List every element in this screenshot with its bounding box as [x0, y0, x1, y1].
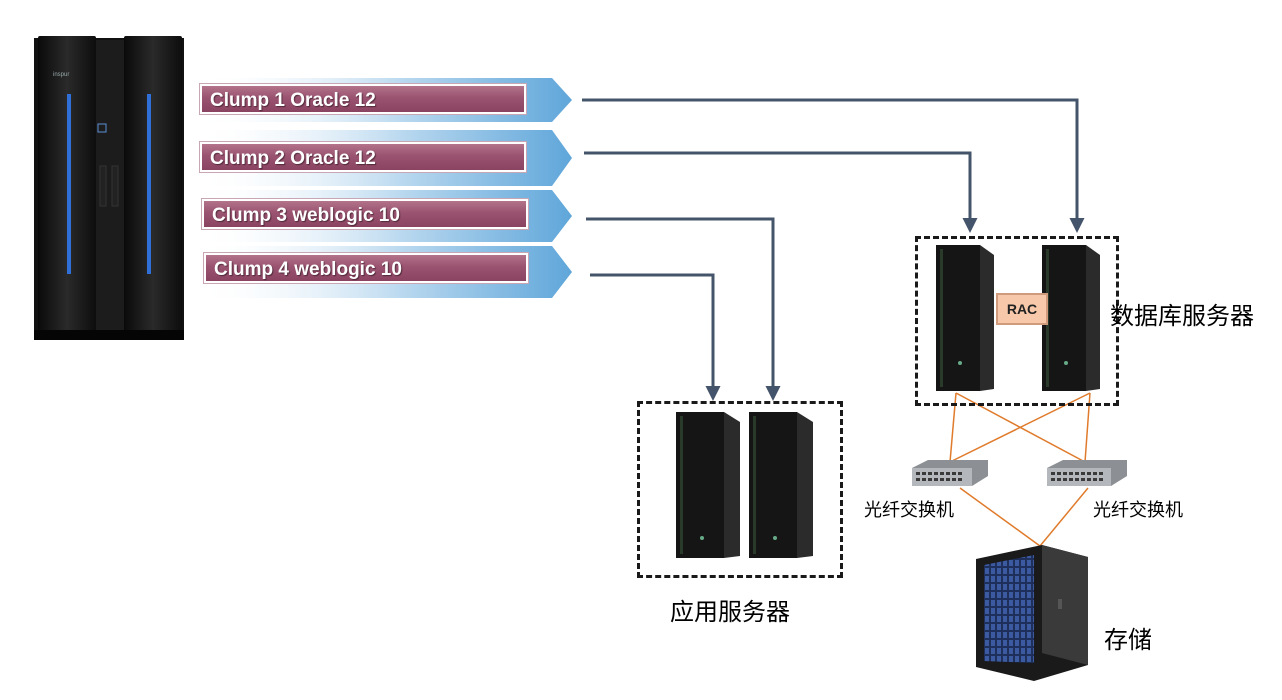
db-server-left	[934, 243, 996, 393]
clump-label-4: Clump 4 weblogic 10	[203, 252, 529, 284]
fc-switch-left-graphic	[912, 460, 988, 486]
db-server-right-graphic	[1042, 245, 1100, 391]
fc-switch-right-label: 光纤交换机	[1093, 500, 1183, 521]
fc-switch-right	[1045, 458, 1129, 488]
rac-box: RAC	[996, 293, 1048, 325]
mainframe-brand-text: inspur	[53, 72, 69, 78]
mainframe: inspur	[28, 30, 190, 342]
db-server-label: 数据库服务器	[1110, 302, 1254, 330]
app-server-left	[674, 410, 744, 560]
app-server-label: 应用服务器	[670, 598, 790, 626]
clump-label-2: Clump 2 Oracle 12	[199, 141, 527, 173]
db-server-right	[1040, 243, 1102, 393]
clump-label-3: Clump 3 weblogic 10	[201, 198, 529, 230]
connector-clump-4	[590, 273, 721, 401]
connector-clump-1	[582, 98, 1085, 233]
fc-switch-right-graphic	[1047, 460, 1127, 486]
app-server-right-graphic	[749, 412, 813, 558]
fc-switch-left-label: 光纤交换机	[864, 500, 954, 521]
connector-clump-2	[584, 151, 978, 233]
app-server-group	[637, 401, 843, 578]
db-server-group	[915, 236, 1119, 406]
fc-switch-left	[910, 458, 990, 488]
clump-label-1: Clump 1 Oracle 12	[199, 83, 527, 115]
connector-clump-3	[586, 217, 781, 401]
storage-array	[972, 543, 1092, 683]
app-server-left-graphic	[676, 412, 740, 558]
app-server-right	[747, 410, 817, 560]
db-server-left-graphic	[936, 245, 994, 391]
storage-graphic	[976, 545, 1088, 681]
storage-label: 存储	[1104, 626, 1152, 654]
mainframe-graphic: inspur	[34, 36, 184, 340]
